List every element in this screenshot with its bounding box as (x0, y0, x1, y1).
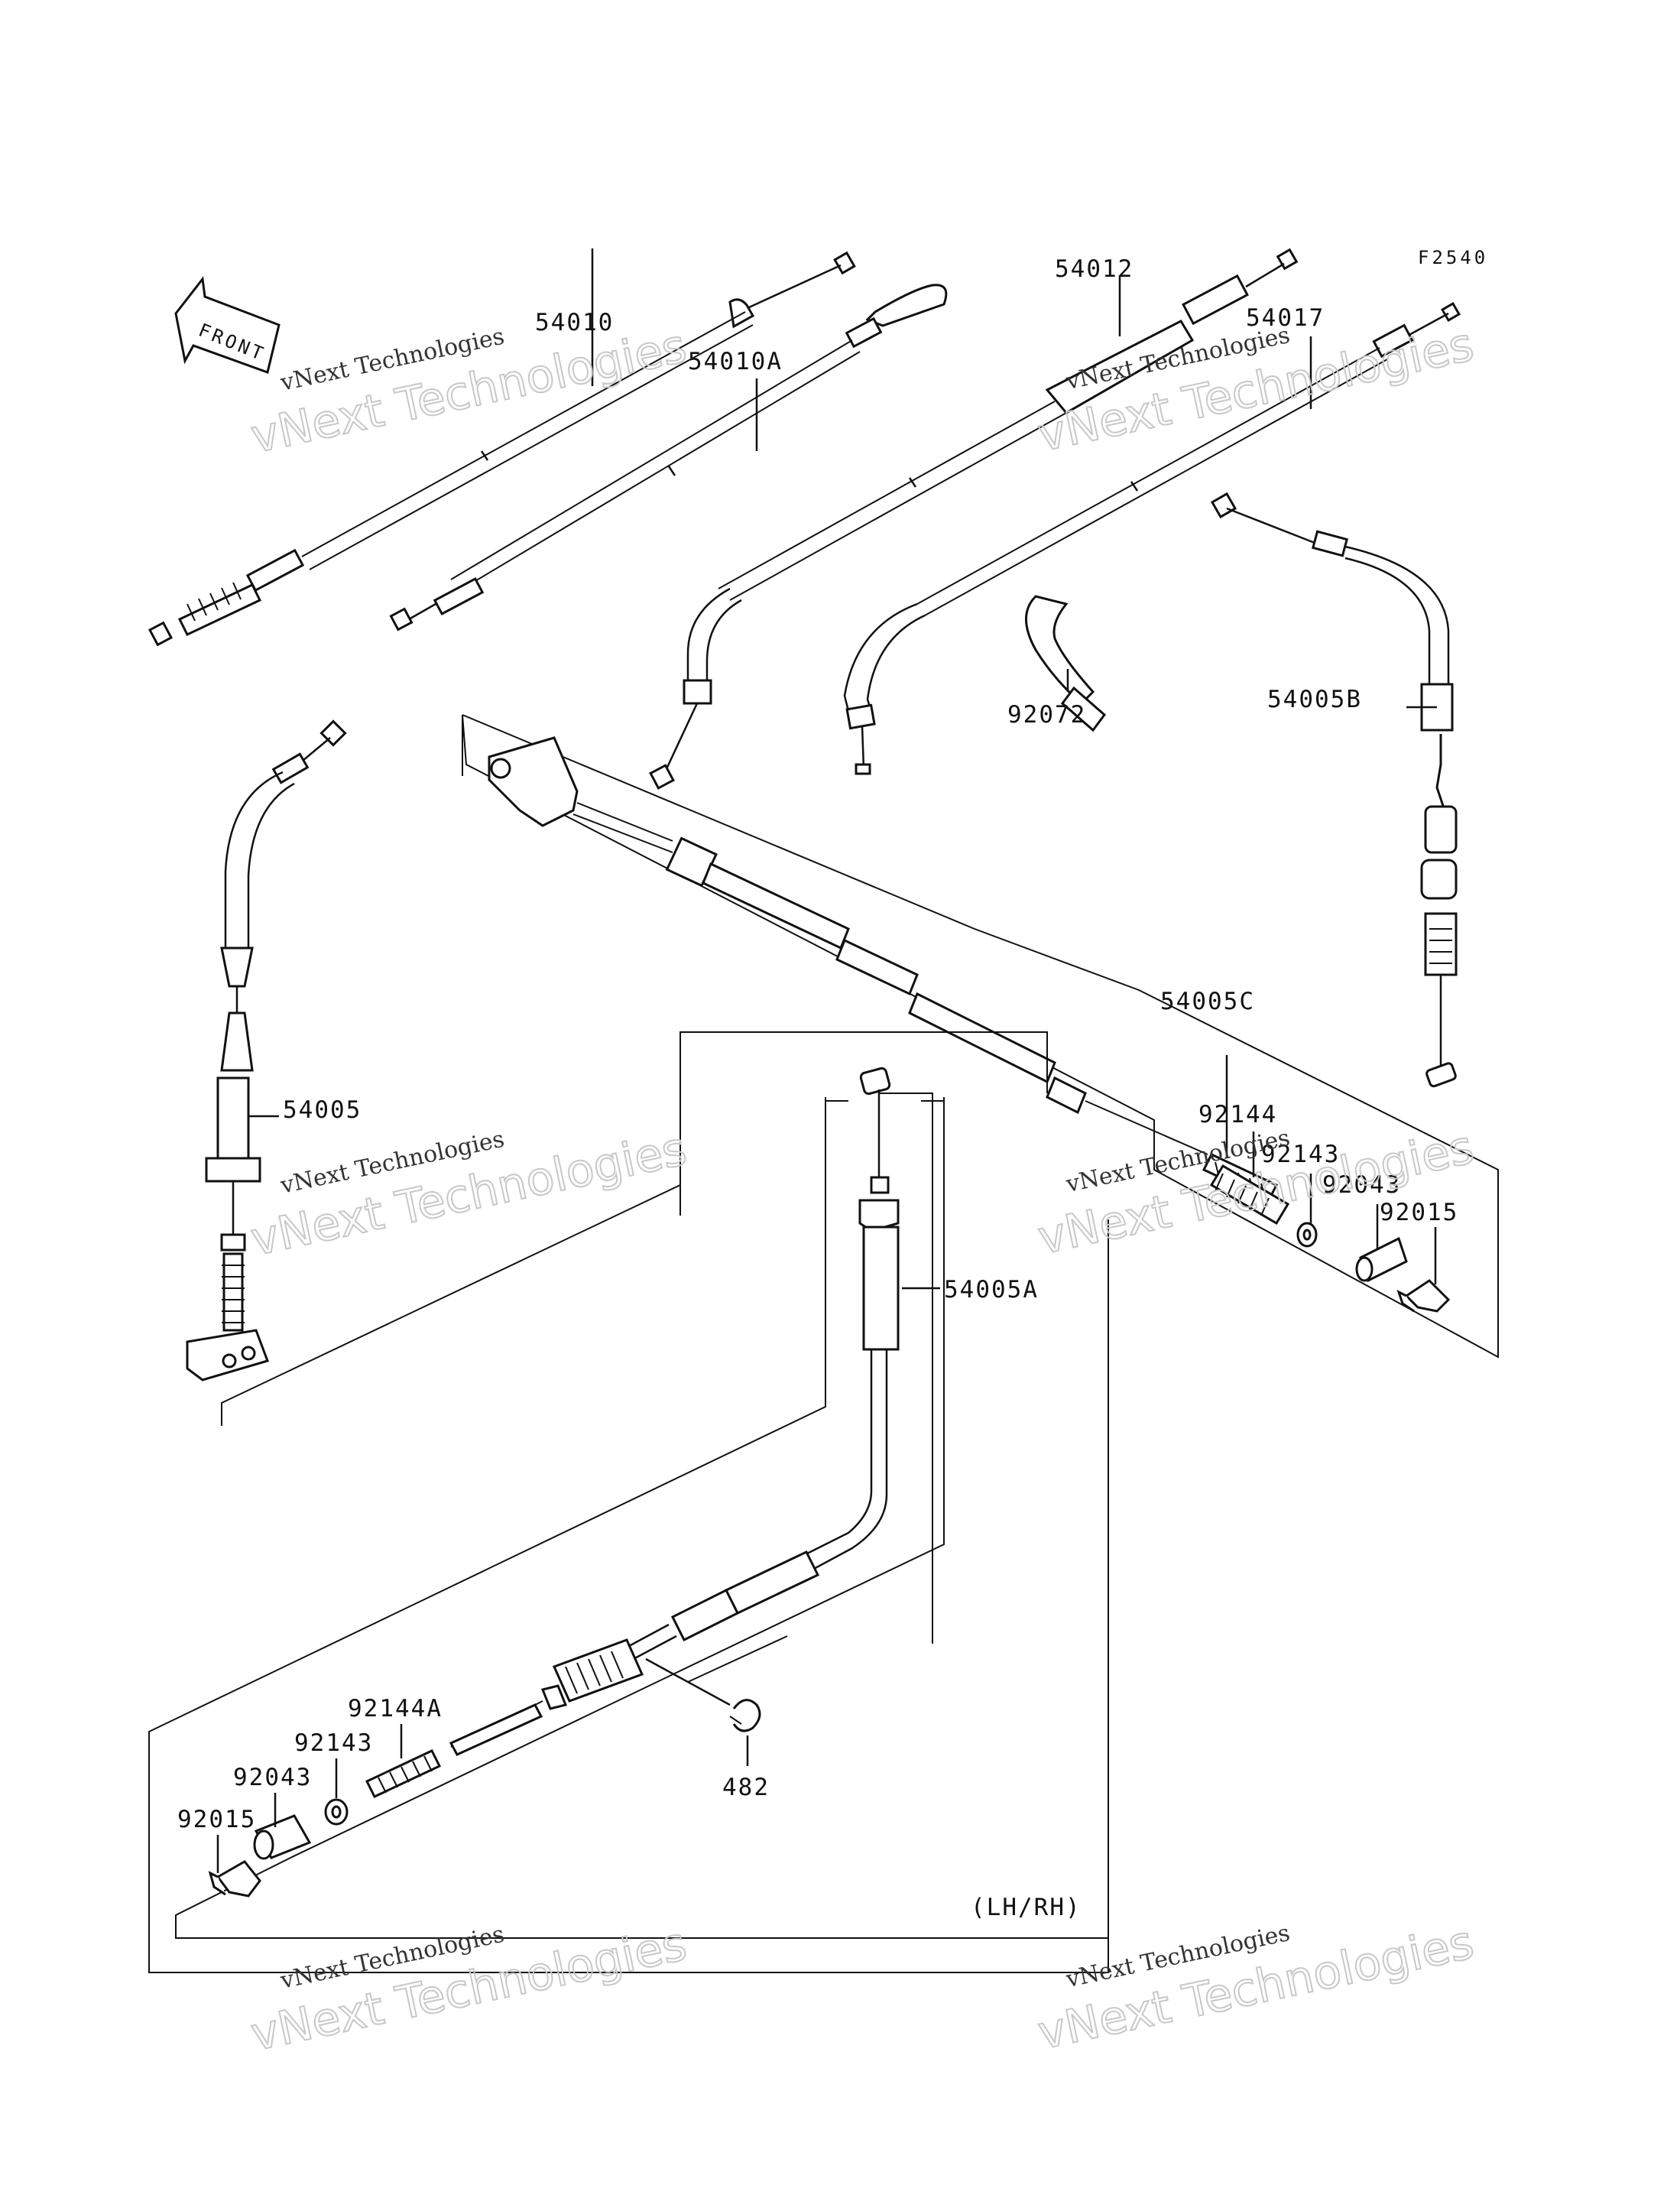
pin-92043-lower (253, 1793, 312, 1860)
label-92143-lower: 92143 (294, 1729, 373, 1757)
clip-92015-lower (208, 1835, 261, 1898)
cable-tie-92072 (1025, 595, 1107, 732)
label-92143: 92143 (1261, 1141, 1340, 1168)
cable-54012 (649, 248, 1299, 790)
bracket-connector (687, 1635, 788, 1683)
cable-54010 (148, 248, 856, 647)
clip-92015 (1396, 1227, 1451, 1313)
front-arrow-icon: FRONT (174, 276, 281, 374)
label-54005: 54005 (283, 1096, 362, 1124)
cable-54017 (843, 302, 1461, 775)
bracket-54005 (221, 1031, 1048, 1644)
label-54012: 54012 (1055, 255, 1134, 283)
label-92015-lower: 92015 (177, 1806, 256, 1833)
washer-92143-lower (324, 1758, 349, 1826)
label-92043: 92043 (1322, 1171, 1401, 1199)
pin-92043 (1355, 1204, 1408, 1283)
clip-482 (645, 1657, 761, 1766)
label-92144: 92144 (1198, 1101, 1277, 1128)
label-54017: 54017 (1246, 304, 1325, 332)
washer-92143 (1296, 1174, 1318, 1248)
label-54005b: 54005B (1267, 686, 1362, 713)
label-92072: 92072 (1007, 701, 1086, 729)
spring-92144a (365, 1724, 442, 1798)
panel-54005c (462, 714, 1499, 1359)
figure-code: F2540 (1418, 247, 1488, 268)
label-482: 482 (722, 1774, 770, 1801)
label-92015: 92015 (1380, 1199, 1458, 1226)
label-54005c: 54005C (1160, 988, 1255, 1015)
watermark-bottom-left: vNext Technologies vNext Technologies (245, 1917, 692, 2063)
label-92144a: 92144A (348, 1695, 443, 1722)
cable-54005b (1210, 492, 1458, 1088)
region-note: (LH/RH) (971, 1894, 1082, 1921)
cable-54005 (186, 719, 347, 1381)
label-92043-lower: 92043 (233, 1764, 312, 1791)
watermark-top-left: vNext Technologies vNext Technologies (245, 319, 692, 465)
cable-54005a (449, 1067, 940, 1756)
spring-92144 (1209, 1131, 1290, 1226)
cable-54010a (389, 284, 948, 631)
watermark-bottom-right: vNext Technologies vNext Technologies (1033, 1915, 1479, 2061)
label-54010: 54010 (535, 309, 614, 336)
label-54010a: 54010A (688, 348, 783, 375)
label-54005a: 54005A (944, 1276, 1039, 1304)
